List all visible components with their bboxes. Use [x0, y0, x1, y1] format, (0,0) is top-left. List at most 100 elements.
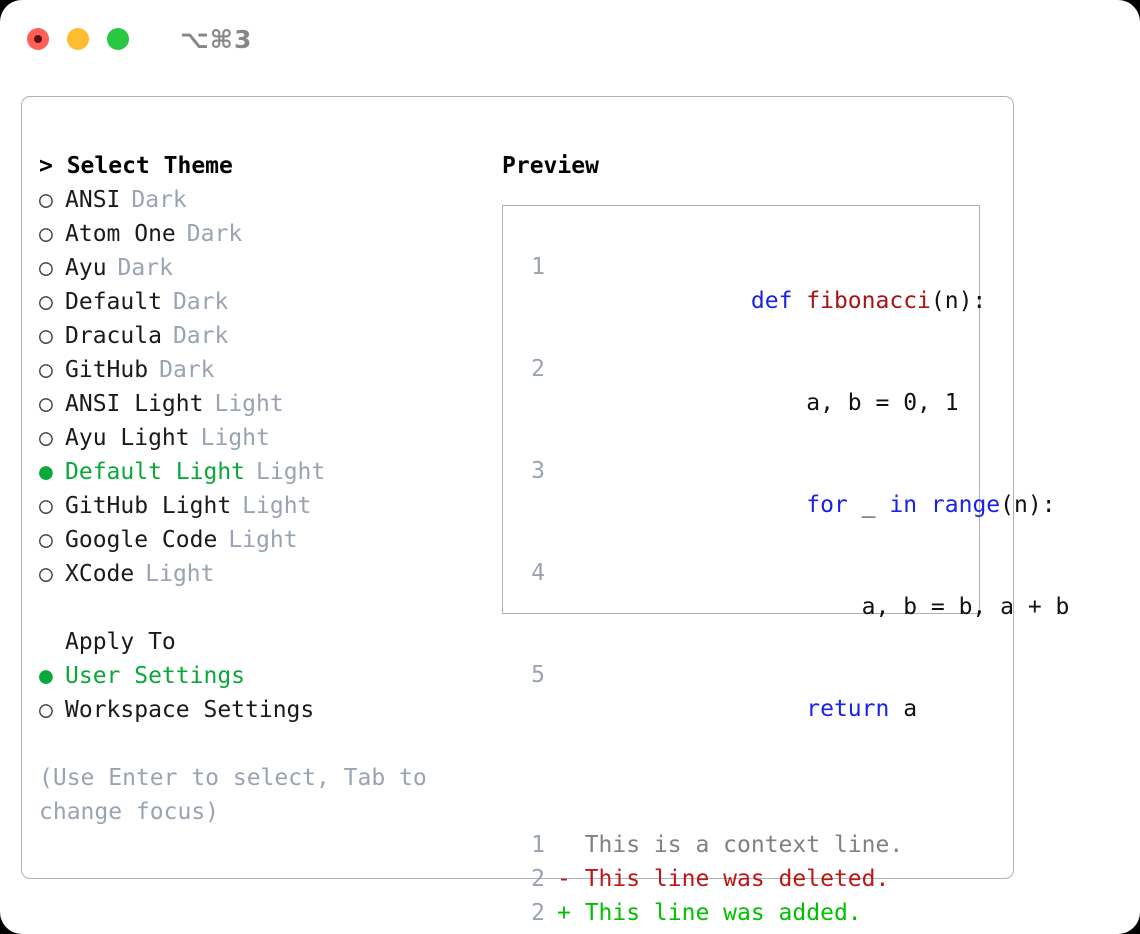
list-section-divider — [39, 591, 479, 625]
code-token-builtin: range — [930, 492, 1001, 518]
radio-selected-icon: ● — [39, 459, 53, 485]
theme-option-xcode[interactable]: ○ XCode Light — [39, 557, 479, 591]
close-button[interactable] — [27, 28, 49, 50]
radio-unselected-icon: ○ — [39, 527, 53, 553]
code-token-plain — [917, 492, 931, 518]
select-theme-header: > Select Theme — [39, 153, 233, 179]
preview-title: Preview — [502, 153, 599, 179]
theme-option-dracula-dark[interactable]: ○ Dracula Dark — [39, 319, 479, 353]
theme-option-label: Dracula — [65, 323, 162, 349]
code-line: 3 for _ in range(n): — [517, 454, 1055, 556]
theme-variant-badge: Light — [200, 425, 270, 451]
theme-variant-badge: Dark — [117, 255, 173, 281]
code-blank-line — [517, 760, 979, 794]
keyboard-shortcut-label: ⌥⌘3 — [180, 24, 253, 54]
theme-option-default-light[interactable]: ● Default Light Light — [39, 455, 479, 489]
main-panel: > Select Theme ○ ANSI Dark ○ Atom One Da… — [21, 96, 1069, 926]
apply-to-option-user-settings[interactable]: ● User Settings — [39, 659, 479, 693]
theme-variant-badge: Light — [214, 391, 284, 417]
theme-option-ayu-dark[interactable]: ○ Ayu Dark — [39, 251, 479, 285]
theme-option-atom-one-dark[interactable]: ○ Atom One Dark — [39, 217, 479, 251]
apply-to-header: Apply To — [65, 629, 176, 655]
line-number: 2 — [531, 356, 545, 382]
preview-box: 1 def fibonacci(n): 2 a, b = 0, 1 3 — [502, 205, 1069, 926]
line-number: 1 — [531, 254, 545, 280]
theme-variant-badge: Light — [145, 561, 215, 587]
theme-option-label: Google Code — [65, 527, 218, 553]
code-token-keyword: return — [806, 696, 890, 722]
line-number: 2 — [531, 866, 545, 892]
theme-option-label: ANSI Light — [65, 391, 204, 417]
theme-option-google-code[interactable]: ○ Google Code Light — [39, 523, 479, 557]
theme-option-label: ANSI — [65, 187, 121, 213]
line-number: 1 — [531, 832, 545, 858]
code-token-plain — [751, 492, 806, 518]
theme-selector-column: > Select Theme ○ ANSI Dark ○ Atom One Da… — [39, 149, 479, 829]
radio-unselected-icon: ○ — [39, 493, 53, 519]
code-token-plain: a, b = b, a + b — [750, 594, 1070, 620]
radio-unselected-icon: ○ — [39, 425, 53, 451]
code-blank-line — [517, 794, 979, 828]
line-number: 2 — [531, 900, 545, 926]
theme-option-label: Default Light — [65, 459, 246, 485]
line-number: 5 — [531, 662, 545, 688]
apply-to-option-label: User Settings — [65, 663, 246, 689]
theme-variant-badge: Dark — [186, 221, 243, 247]
code-line: 5 return a — [517, 658, 979, 760]
theme-option-default-dark[interactable]: ○ Default Dark — [39, 285, 479, 319]
window-controls — [27, 28, 129, 50]
diff-line-text: - This line was deleted. — [557, 866, 890, 892]
code-token-function: fibonacci — [806, 288, 931, 314]
theme-option-ayu-light[interactable]: ○ Ayu Light Light — [39, 421, 479, 455]
code-line: 1 def fibonacci(n): — [517, 250, 986, 352]
theme-option-label: GitHub — [65, 357, 149, 383]
code-line: 4 a, b = b, a + b — [517, 556, 1069, 658]
minimize-button[interactable] — [67, 28, 89, 50]
diff-line-context: 1 This is a context line. — [517, 828, 979, 862]
code-token-keyword: def — [750, 288, 807, 314]
theme-variant-badge: Light — [242, 493, 312, 519]
code-line: 2 a, b = 0, 1 — [517, 352, 979, 454]
radio-unselected-icon: ○ — [39, 289, 53, 315]
theme-option-github-dark[interactable]: ○ GitHub Dark — [39, 353, 479, 387]
apply-to-option-workspace-settings[interactable]: ○ Workspace Settings — [39, 693, 479, 727]
panel-columns: > Select Theme ○ ANSI Dark ○ Atom One Da… — [22, 97, 1069, 926]
theme-option-label: XCode — [65, 561, 135, 587]
diff-line-text: + This line was added. — [557, 900, 862, 926]
theme-option-ansi-light[interactable]: ○ ANSI Light Light — [39, 387, 479, 421]
code-token-plain: (n): — [1000, 492, 1056, 518]
theme-variant-badge: Dark — [172, 289, 229, 315]
theme-option-label: Atom One — [65, 221, 176, 247]
theme-variant-badge: Dark — [131, 187, 187, 213]
preview-column: Preview 1 def fibonacci(n): 2 a, b = 0, … — [502, 149, 1069, 926]
radio-unselected-icon: ○ — [39, 255, 53, 281]
code-token-plain: a, b = 0, 1 — [750, 390, 959, 416]
theme-variant-badge: Dark — [172, 323, 229, 349]
code-token-plain: (n): — [930, 288, 987, 314]
theme-option-label: Default — [65, 289, 162, 315]
radio-unselected-icon: ○ — [39, 221, 53, 247]
radio-unselected-icon: ○ — [39, 561, 53, 587]
diff-line-added: 2 + This line was added. — [517, 896, 979, 930]
code-token-plain: a — [889, 696, 918, 722]
apply-to-option-label: Workspace Settings — [65, 697, 315, 723]
radio-unselected-icon: ○ — [39, 697, 53, 723]
code-token-keyword: for — [806, 492, 848, 518]
titlebar: ⌥⌘3 — [0, 0, 1140, 78]
maximize-button[interactable] — [107, 28, 129, 50]
keyboard-hint-text: (Use Enter to select, Tab to change focu… — [39, 765, 427, 825]
radio-unselected-icon: ○ — [39, 357, 53, 383]
code-token-keyword: in — [889, 492, 918, 518]
theme-option-github-light[interactable]: ○ GitHub Light Light — [39, 489, 479, 523]
line-number: 4 — [531, 560, 545, 586]
theme-option-label: Ayu — [65, 255, 107, 281]
theme-option-ansi-dark[interactable]: ○ ANSI Dark — [39, 183, 479, 217]
theme-variant-badge: Light — [256, 459, 326, 485]
theme-option-label: Ayu Light — [65, 425, 190, 451]
code-token-plain: _ — [847, 492, 890, 518]
diff-line-deleted: 2 - This line was deleted. — [517, 862, 979, 896]
diff-line-text: This is a context line. — [557, 832, 904, 858]
code-token-plain — [751, 696, 806, 722]
theme-option-label: GitHub Light — [65, 493, 232, 519]
